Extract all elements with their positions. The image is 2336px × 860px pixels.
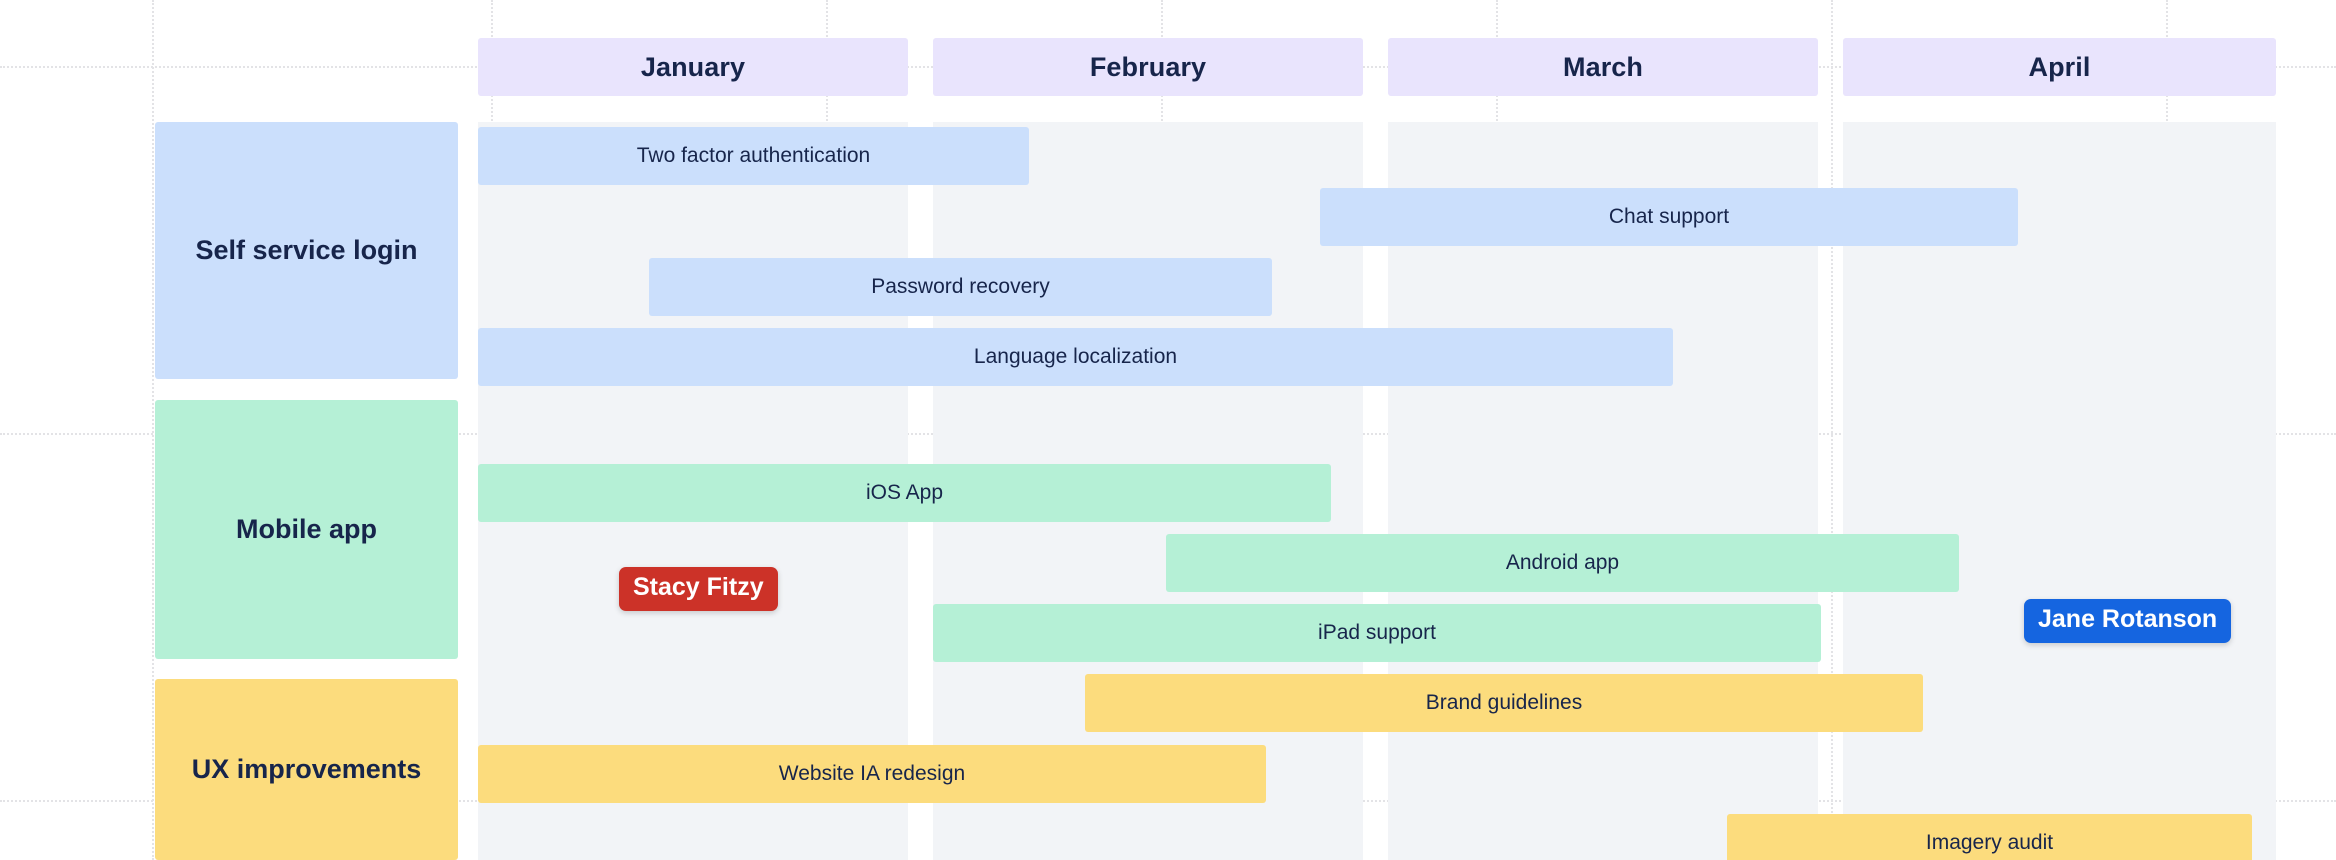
group-label-self-service-login[interactable]: Self service login bbox=[155, 122, 458, 379]
group-label-mobile-app[interactable]: Mobile app bbox=[155, 400, 458, 659]
task-bar-language-localization[interactable]: Language localization bbox=[478, 328, 1673, 386]
group-label-ux-improvements[interactable]: UX improvements bbox=[155, 679, 458, 860]
task-bar-ios-app[interactable]: iOS App bbox=[478, 464, 1331, 522]
cursor-name-tag: Stacy Fitzy bbox=[619, 567, 778, 611]
task-bar-imagery-audit[interactable]: Imagery audit bbox=[1727, 814, 2252, 860]
task-bar-two-factor-authentication[interactable]: Two factor authentication bbox=[478, 127, 1029, 185]
task-bar-ipad-support[interactable]: iPad support bbox=[933, 604, 1821, 662]
guide-vertical bbox=[152, 0, 154, 860]
month-header-april[interactable]: April bbox=[1843, 38, 2276, 96]
task-bar-password-recovery[interactable]: Password recovery bbox=[649, 258, 1272, 316]
task-bar-chat-support[interactable]: Chat support bbox=[1320, 188, 2018, 246]
task-bar-website-ia-redesign[interactable]: Website IA redesign bbox=[478, 745, 1266, 803]
month-header-march[interactable]: March bbox=[1388, 38, 1818, 96]
task-bar-android-app[interactable]: Android app bbox=[1166, 534, 1959, 592]
task-bar-brand-guidelines[interactable]: Brand guidelines bbox=[1085, 674, 1923, 732]
cursor-name-tag: Jane Rotanson bbox=[2024, 599, 2232, 643]
month-header-february[interactable]: February bbox=[933, 38, 1363, 96]
month-header-january[interactable]: January bbox=[478, 38, 908, 96]
